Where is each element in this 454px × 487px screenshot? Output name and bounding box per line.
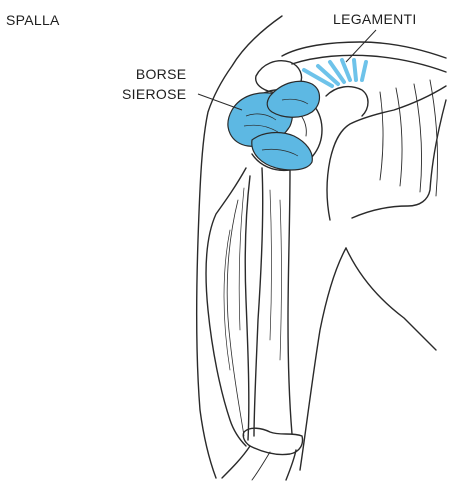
bursae-label: BORSE SIEROSE <box>122 64 186 104</box>
leader-bursae <box>198 94 242 110</box>
bursae-label-line1: BORSE <box>122 64 186 84</box>
biceps <box>206 168 246 446</box>
leader-ligaments <box>346 30 376 62</box>
torso-outline <box>346 248 436 350</box>
ligaments <box>304 60 366 86</box>
forearm <box>222 446 250 478</box>
ligaments-label: LEGAMENTI <box>333 11 417 27</box>
title-label: SPALLA <box>6 12 60 28</box>
bursa-lower <box>252 133 313 170</box>
humerus <box>254 168 263 436</box>
bursae-label-line2: SIEROSE <box>122 84 186 104</box>
scapula <box>327 86 446 220</box>
elbow <box>243 428 302 454</box>
